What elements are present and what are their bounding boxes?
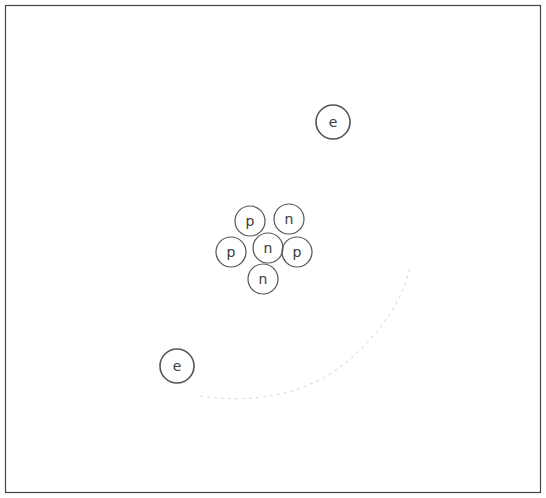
particle-letter: p bbox=[227, 245, 236, 259]
particle-letter: p bbox=[246, 214, 255, 228]
circle-shape bbox=[282, 237, 312, 267]
electron-circle: e bbox=[159, 348, 195, 384]
particle-letter: e bbox=[329, 115, 338, 129]
circle-shape bbox=[274, 204, 304, 234]
circle-shape bbox=[235, 206, 265, 236]
particle-letter: p bbox=[293, 245, 302, 259]
particle-letter: n bbox=[259, 272, 268, 286]
particle-letter: e bbox=[173, 359, 182, 373]
neutron-circle: n bbox=[252, 232, 284, 264]
particle-letter: n bbox=[264, 241, 273, 255]
particle-letter: n bbox=[285, 212, 294, 226]
proton-circle: p bbox=[215, 236, 247, 268]
circle-shape bbox=[316, 105, 350, 139]
proton-circle: p bbox=[281, 236, 313, 268]
frame-border bbox=[6, 6, 541, 493]
circle-shape bbox=[216, 237, 246, 267]
circle-shape bbox=[253, 233, 283, 263]
neutron-circle: n bbox=[247, 263, 279, 295]
circle-shape bbox=[160, 349, 194, 383]
proton-circle: p bbox=[234, 205, 266, 237]
circle-shape bbox=[248, 264, 278, 294]
electron-orbit bbox=[200, 268, 410, 399]
electron-circle: e bbox=[315, 104, 351, 140]
neutron-circle: n bbox=[273, 203, 305, 235]
